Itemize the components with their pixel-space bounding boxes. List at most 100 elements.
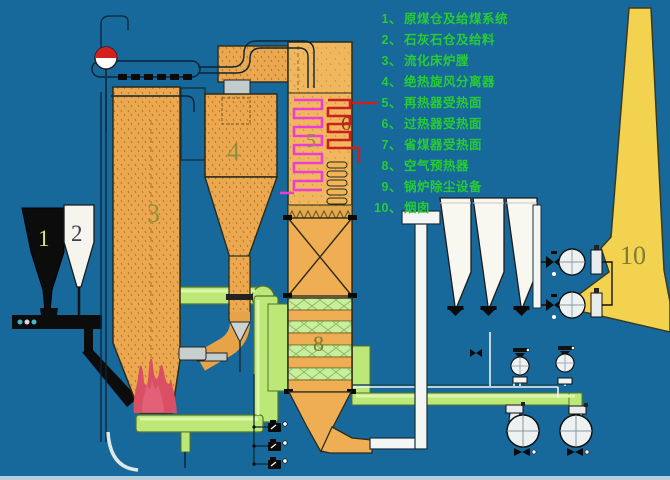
economizer-tubes — [326, 161, 348, 205]
coal-bunker — [21, 207, 65, 313]
air-preheater — [287, 297, 353, 393]
legend-item-2: 2、石灰石仓及给料 — [374, 30, 508, 51]
flue-duct-riser — [414, 221, 428, 450]
legend-text: 空气预热器 — [404, 159, 470, 173]
legend-num: 8、 — [381, 159, 402, 173]
outlet-elbow — [320, 426, 373, 454]
drain-valve-3 — [268, 457, 288, 469]
bottom-strip — [0, 476, 670, 480]
ash-pipe-curve — [106, 431, 139, 472]
ap-right-duct — [351, 345, 371, 397]
legend-num: 6、 — [381, 117, 402, 131]
cyclone-barrel — [204, 93, 278, 178]
legend-text: 原煤仓及给煤系统 — [404, 12, 509, 26]
cyclone-inlet-duct — [180, 87, 206, 161]
line-valve — [470, 349, 482, 357]
drain-valve-1 — [268, 420, 288, 432]
drain-valve-2 — [268, 439, 288, 451]
legend-num: 3、 — [381, 54, 402, 68]
legend-num: 9、 — [381, 180, 402, 194]
reheater-coil — [292, 98, 324, 192]
flue-duct-bottom — [369, 437, 419, 450]
legend-num: 1、 — [381, 12, 402, 26]
legend-num: 2、 — [381, 33, 402, 47]
label-air-preheater: 8 — [313, 331, 324, 356]
legend-item-1: 1、原煤仓及给煤系统 — [374, 9, 508, 30]
legend-num: 4、 — [381, 75, 402, 89]
crossover-duct — [217, 45, 289, 83]
damper-1 — [590, 249, 603, 275]
dust-collector-3 — [505, 197, 538, 313]
superheater-outlet — [348, 146, 361, 163]
label-coal-bunker: 1 — [38, 226, 50, 251]
legend-text: 过热器受热面 — [404, 117, 483, 131]
seal-funnel — [229, 321, 251, 344]
flue-duct-top — [401, 210, 441, 225]
cyclone-cone — [204, 176, 278, 259]
label-chimney: 10 — [620, 241, 646, 270]
fd-damper-2 — [568, 405, 587, 415]
dust-collectors — [439, 197, 542, 316]
roof-header-blocks — [118, 74, 192, 80]
legend-num: 5、 — [381, 96, 402, 110]
id-fan-inlet-valves — [546, 251, 562, 311]
steam-drum-and-piping — [91, 15, 315, 442]
screw-conveyor — [12, 315, 102, 329]
legend-item-7: 7、省煤器受热面 — [374, 135, 508, 156]
secondary-air-ducts — [135, 285, 583, 453]
legend-text: 石灰石仓及给料 — [404, 33, 496, 47]
duct-highlights — [140, 289, 575, 421]
id-fans — [541, 245, 613, 319]
limestone-bunker — [63, 204, 95, 288]
downcomer-pipes — [100, 92, 107, 442]
coal-feed-system — [12, 204, 138, 407]
steam-pipe-2 — [198, 47, 309, 88]
furnace-body — [112, 86, 181, 414]
label-superheater: 6 — [341, 113, 351, 135]
legend: 1、原煤仓及给煤系统 2、石灰石仓及给料 3、流化床炉膛 4、绝热旋风分离器 5… — [374, 9, 508, 219]
drain-valves — [252, 374, 288, 469]
flue-gas-duct — [369, 210, 441, 450]
fd-fans — [505, 402, 593, 456]
legend-num: 10、 — [374, 201, 402, 215]
furnace — [112, 86, 181, 414]
steam-outlet-pipe — [100, 15, 129, 58]
cyclone-outlet-neck — [223, 79, 251, 95]
grate-stem — [180, 431, 191, 453]
ap-left-duct — [267, 303, 289, 392]
feed-drop-pipe — [84, 329, 93, 354]
legend-text: 烟囱 — [404, 201, 431, 215]
chimney — [560, 7, 670, 333]
superheater-coil — [326, 98, 352, 150]
dust-collector-1 — [439, 197, 472, 313]
header-pipe — [111, 95, 195, 112]
coal-feed-chute — [82, 350, 138, 407]
legend-item-8: 8、空气预热器 — [374, 156, 508, 177]
label-cyclone: 4 — [227, 137, 240, 166]
collector-outlet-pipe — [532, 204, 542, 309]
legend-text: 再热器受热面 — [404, 96, 483, 110]
cyclone-separator — [178, 45, 289, 372]
collector-discharge-valves — [447, 306, 530, 316]
label-furnace: 3 — [147, 199, 160, 228]
small-fans — [470, 346, 575, 385]
dust-collector-2 — [472, 197, 505, 313]
chimney-tie-line — [602, 261, 613, 306]
standpipe — [228, 255, 251, 321]
legend-item-5: 5、再热器受热面 — [374, 93, 508, 114]
steam-pipe-1 — [198, 40, 315, 88]
legend-item-3: 3、流化床炉膛 — [374, 51, 508, 72]
label-reheater: 5 — [306, 130, 316, 152]
legend-item-4: 4、绝热旋风分离器 — [374, 72, 508, 93]
bottom-pipes — [106, 431, 186, 472]
label-limestone-bunker: 2 — [71, 221, 83, 246]
flames-inner — [142, 378, 164, 412]
legend-item-9: 9、锅炉除尘设备 — [374, 177, 508, 198]
legend-text: 省煤器受热面 — [404, 138, 483, 152]
backpass-tower — [280, 41, 377, 454]
legend-item-6: 6、过热器受热面 — [374, 114, 508, 135]
legend-text: 流化床炉膛 — [404, 54, 470, 68]
legend-text: 锅炉除尘设备 — [404, 180, 483, 194]
